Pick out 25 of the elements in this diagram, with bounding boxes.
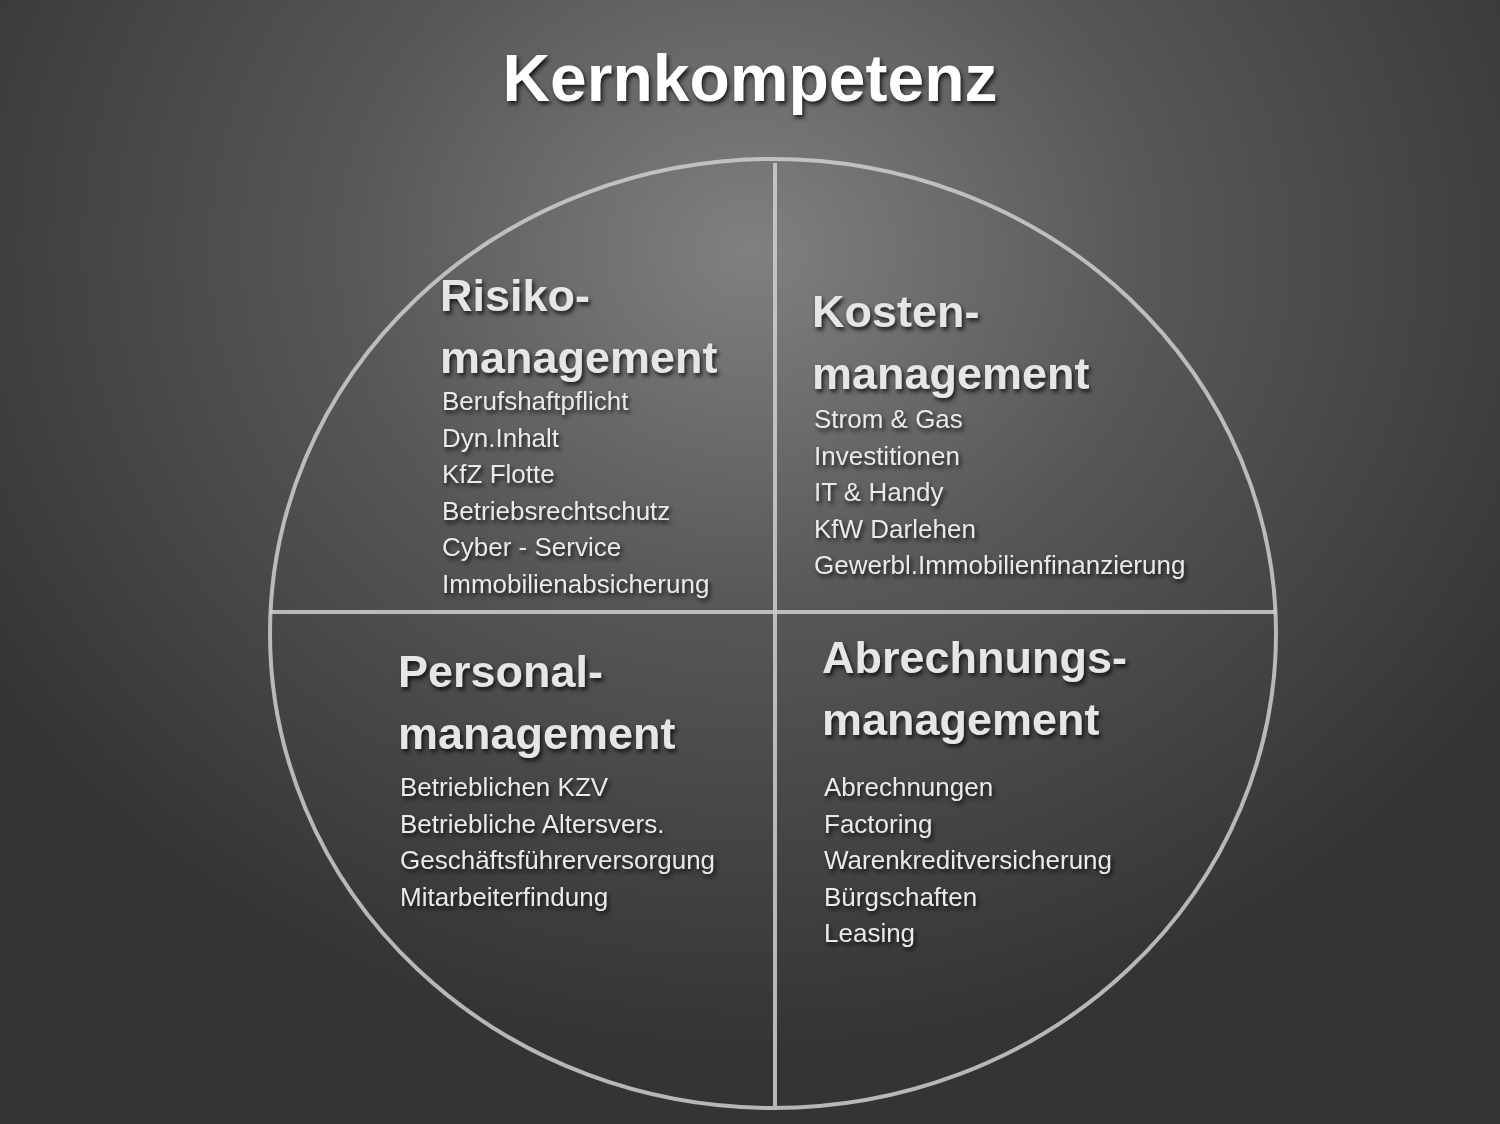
list-item: Geschäftsführerversorgung [400, 844, 716, 877]
section-heading: Risiko- management [440, 269, 719, 385]
list-item: Cyber - Service [442, 531, 622, 564]
list-item: Factoring [824, 807, 933, 841]
list-item: Betrieblichen KZV [400, 771, 609, 804]
list-item: KfZ Flotte [442, 458, 555, 491]
list-item: Immobilienabsicherung [442, 567, 710, 601]
list-item: Bürgschaften [824, 880, 978, 914]
list-item: KfW Darlehen [814, 512, 976, 546]
list-item: Betriebliche Altersvers. [400, 807, 665, 841]
list-item: Warenkreditversicherung [824, 844, 1113, 877]
list-item: Abrechnungen [824, 771, 994, 804]
list-item: Leasing [824, 917, 916, 950]
list-item: Berufshaftpflicht [442, 385, 629, 418]
section-heading: Abrechnungs- management [822, 631, 1128, 747]
list-item: Betriebsrechtschutz [442, 494, 671, 528]
list-item: Mitarbeiterfindung [400, 880, 609, 914]
list-item: Investitionen [814, 439, 960, 473]
title: Kernkompetenz [502, 40, 998, 116]
list-item: IT & Handy [814, 476, 944, 509]
list-item: Dyn.Inhalt [442, 421, 560, 455]
section-heading: Personal- management [398, 645, 677, 761]
list-item: Strom & Gas [814, 403, 963, 436]
list-item: Gewerbl.Immobilienfinanzierung [814, 549, 1186, 582]
section-heading: Kosten- management [812, 285, 1091, 401]
